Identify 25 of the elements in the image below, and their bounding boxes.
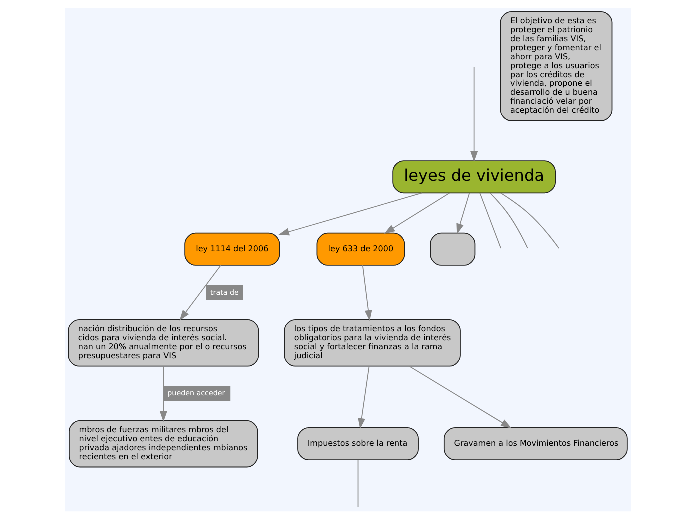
arrow	[470, 66, 478, 162]
connector	[500, 192, 560, 249]
arrow	[456, 192, 470, 235]
arrow	[358, 366, 370, 430]
connector	[490, 192, 528, 249]
node-box: El objetivo de esta es proteger el patrionio de las familias VIS, proteger y fomentar el ahorr para VIS, protege a los usuarios par los créditos de vivienda, propone el desarrollo de u buena financiació velar por aceptación del crédito	[500, 12, 613, 122]
arrow	[160, 366, 168, 422]
edge-label: trata de	[210, 288, 239, 297]
arrow	[384, 192, 450, 234]
arrow	[278, 192, 423, 236]
arrow	[180, 265, 222, 321]
arrow	[362, 265, 372, 322]
node-box: Gravamen a los Movimientos Financieros	[444, 428, 628, 461]
node-box: Impuestos sobre la renta	[298, 428, 419, 461]
node-box: los tipos de tratamientos a los fondos obligatorios para la vivienda de interés social y fortalecer finanzas a la rama judicial	[284, 320, 461, 367]
edge-label: pueden acceder	[168, 388, 226, 398]
node-box: nación distribución de los recursos cidos para vivienda de interés social. nan un 20% anualmente por el o recursos presupuestares para VIS	[68, 320, 260, 367]
connector	[480, 192, 502, 249]
connector	[358, 460, 359, 508]
node-box: leyes de vivienda	[392, 160, 556, 194]
node-box: ley 633 de 2000	[316, 232, 406, 266]
node-box	[430, 232, 476, 266]
node-box: mbros de fuerzas militares mbros del nivel ejecutivo entes de educación privada ajadores independientes mbianos recientes en el exterior	[69, 420, 258, 468]
arrow	[409, 366, 512, 429]
node-box: ley 1114 del 2006	[184, 232, 280, 266]
